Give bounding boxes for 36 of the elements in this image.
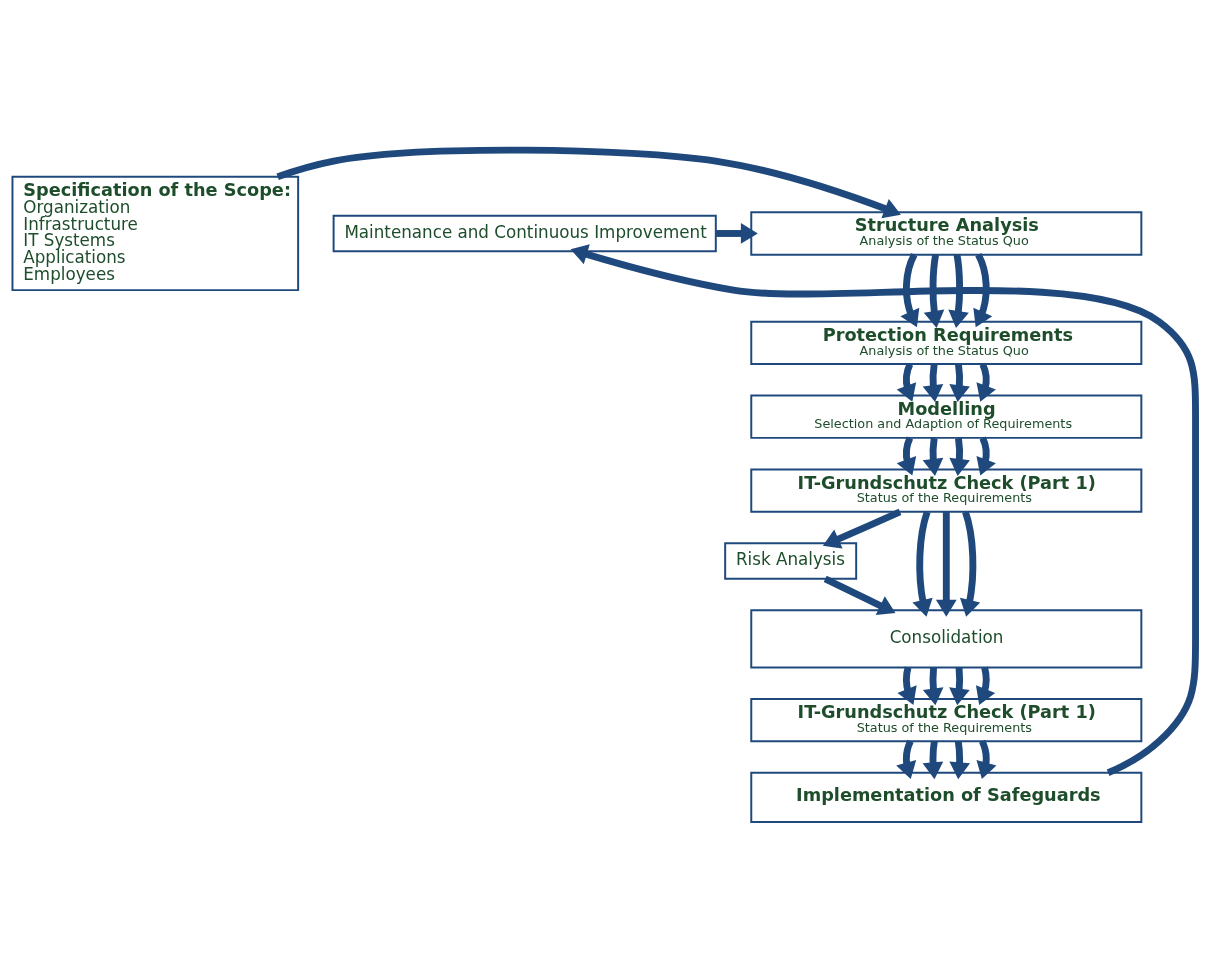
arrow — [822, 508, 902, 549]
arrow — [949, 437, 970, 476]
arrow — [976, 739, 997, 780]
arrow — [922, 437, 944, 476]
arrow — [896, 436, 917, 476]
arrow — [897, 666, 917, 705]
arrow — [973, 253, 993, 328]
arrow — [922, 740, 944, 780]
arrow — [570, 244, 1199, 776]
node-box: Modelling Selection and Adaption of Requirements — [750, 394, 1143, 439]
node-box: Structure Analysis Analysis of the Status Quo — [750, 211, 1143, 256]
node-box: Specification of the Scope: Organization Infrastructure IT Systems Applications Employees — [11, 175, 300, 292]
arrow — [922, 667, 944, 706]
node-box: Risk Analysis — [724, 542, 858, 580]
arrow — [949, 740, 971, 780]
arrow — [949, 667, 970, 706]
node-box: IT-Grundschutz Check (Part 1) Status of the Requirements — [750, 468, 1143, 513]
arrow — [949, 363, 970, 403]
arrow — [912, 510, 933, 617]
arrow — [276, 146, 901, 219]
arrow — [923, 254, 945, 328]
arrow — [948, 254, 969, 328]
arrow — [975, 666, 996, 705]
arrow — [896, 739, 917, 780]
node-box: IT-Grundschutz Check (Part 1) Status of the Requirements — [750, 697, 1143, 743]
arrow — [935, 511, 957, 617]
arrow — [922, 363, 944, 403]
arrow — [900, 253, 920, 328]
node-box: Maintenance and Continuous Improvement — [332, 214, 717, 253]
arrow — [976, 436, 996, 476]
arrow — [896, 362, 917, 402]
node-box: Consolidation — [750, 609, 1143, 669]
node-box: Implementation of Safeguards — [750, 771, 1143, 824]
arrow — [976, 362, 996, 402]
arrow — [959, 510, 981, 617]
node-box: Protection Requirements Analysis of the Status Quo — [750, 320, 1143, 365]
